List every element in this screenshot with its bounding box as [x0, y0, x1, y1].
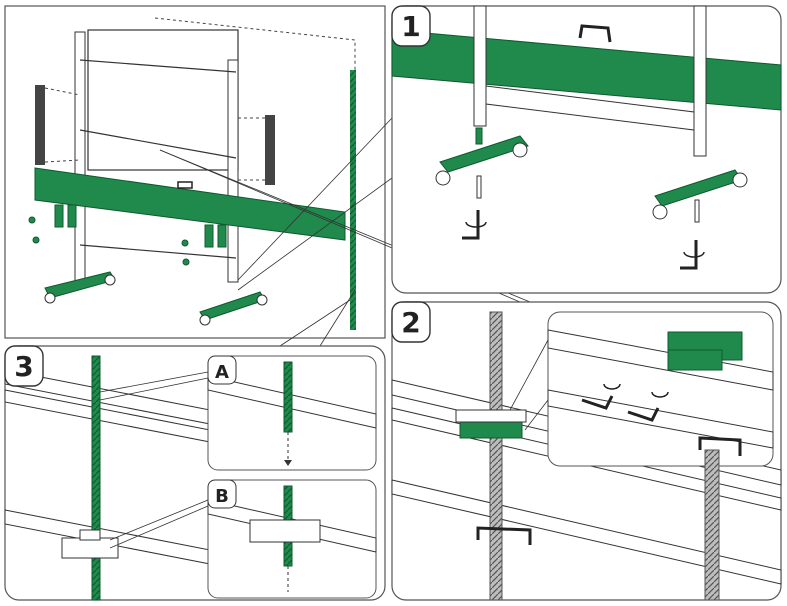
step-3-number: 3 — [14, 350, 33, 383]
bolt-icon — [694, 199, 700, 223]
step-1-panel: 1 — [391, 5, 782, 294]
rotate-arrow-icon — [465, 221, 487, 228]
overview-panel — [4, 5, 531, 347]
rotate-arrow-icon — [683, 251, 705, 258]
sub-panel-b: B — [207, 479, 377, 599]
rotate-arrow-icon — [651, 391, 669, 398]
hex-key-icon — [680, 240, 698, 270]
left-foot — [44, 271, 116, 304]
threaded-rod — [489, 311, 503, 601]
sub-label-b: B — [215, 486, 229, 507]
caster-wheel-icon — [732, 172, 748, 188]
right-upright — [227, 59, 239, 283]
hex-key-icon — [581, 395, 614, 410]
green-beam — [34, 167, 346, 241]
step-2-panel: 2 — [391, 301, 782, 601]
left-upright — [74, 31, 86, 283]
sub-panel-a: A — [207, 355, 377, 471]
green-bracket — [459, 419, 523, 439]
caster-wheel-icon — [435, 170, 451, 186]
right-caster-foot — [652, 169, 748, 220]
threaded-rod — [350, 70, 356, 330]
hex-key-icon — [462, 210, 480, 240]
rotate-arrow-icon — [603, 383, 621, 390]
right-foot — [199, 291, 268, 326]
step-1-number: 1 — [401, 10, 420, 43]
green-beam — [391, 29, 782, 111]
threaded-rod — [91, 355, 101, 601]
bolt-icon — [476, 175, 482, 199]
caster-wheel-icon — [652, 204, 668, 220]
handle-icon — [578, 24, 612, 43]
step-3-panel: A B 3 — [4, 345, 386, 601]
caster-wheel-icon — [512, 142, 528, 158]
left-caster-foot — [435, 127, 529, 186]
sub-label-a: A — [215, 362, 229, 383]
hex-key-icon — [627, 407, 660, 422]
step-2-number: 2 — [401, 306, 420, 339]
whiteboard-panel — [87, 29, 239, 171]
